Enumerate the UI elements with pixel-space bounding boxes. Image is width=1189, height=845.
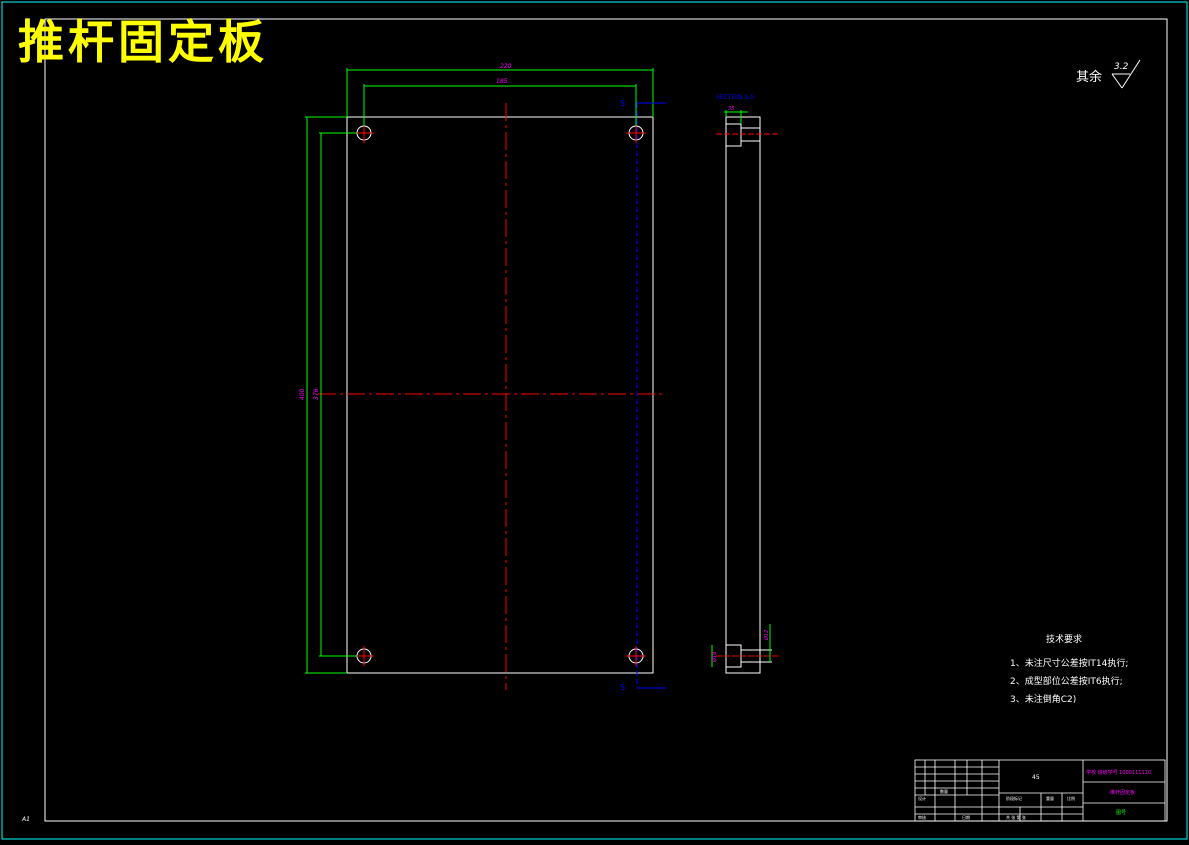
title-block-sheet-label: 共 张 第 张 — [1006, 815, 1026, 820]
title-block-part-name: 推杆固定板 — [1110, 790, 1136, 796]
dim-hole-spacing-x — [363, 84, 637, 126]
plate-outline — [346, 116, 654, 674]
inner-border — [44, 18, 1168, 822]
section-label-text: SECTION S-S — [716, 94, 754, 101]
title-block-school: 学校 班级学号 1000111110 — [1086, 770, 1151, 776]
title-block-stage-label: 阶段标记 — [1006, 796, 1022, 801]
section-dims — [711, 110, 771, 667]
hole-bottom-right — [626, 646, 646, 666]
title-block-qty-label: 数量 — [940, 789, 948, 794]
dim-hole-spacing-y — [319, 132, 357, 657]
title-block-scale-label: 比例 — [1067, 796, 1075, 801]
dia-left-text: Ø18 — [711, 652, 718, 663]
title-block-grid — [914, 759, 1166, 822]
roughness-rest-label: 其余 — [1076, 70, 1103, 85]
dim-overall-width-text: 220 — [500, 63, 512, 70]
dim-hole-spacing-x-text: 185 — [496, 78, 508, 85]
sheet-code: A1 — [22, 816, 30, 823]
title-block-drawing-no: 图号 — [1116, 810, 1127, 816]
title-block-designer-label: 设计 — [918, 796, 926, 801]
tech-requirement-item: 2、成型部位公差按IT6执行; — [1010, 677, 1123, 687]
section-cut-top-text: S — [620, 99, 625, 108]
dim-overall-width — [346, 68, 654, 117]
dim-hole-spacing-y-text: 376 — [313, 388, 320, 400]
tech-requirement-item: 1、未注尺寸公差按IT14执行; — [1010, 659, 1129, 669]
dia-right-text: Ø12 — [763, 630, 770, 641]
roughness-symbol — [1111, 59, 1141, 89]
title-block-date-label: 日期 — [962, 815, 970, 820]
tech-requirements-heading: 技术要求 — [1046, 635, 1083, 645]
dim-overall-height-text: 400 — [299, 388, 306, 400]
drawing-title: 推杆固定板 — [18, 15, 268, 69]
roughness-value: 3.2 — [1114, 62, 1129, 72]
hole-bottom-left — [354, 646, 374, 666]
title-block-weight-label: 重量 — [1046, 796, 1054, 801]
section-view-outline — [725, 116, 761, 674]
title-block-checker-label: 审核 — [918, 815, 926, 820]
counterbore-text: 35 — [728, 106, 734, 112]
title-block-material: 45 — [1032, 774, 1040, 781]
tech-requirement-item: 3、未注倒角C2) — [1010, 695, 1077, 705]
dim-overall-height — [305, 116, 347, 674]
counterbore-top — [725, 123, 742, 147]
section-cut-bottom-text: S — [620, 683, 625, 692]
